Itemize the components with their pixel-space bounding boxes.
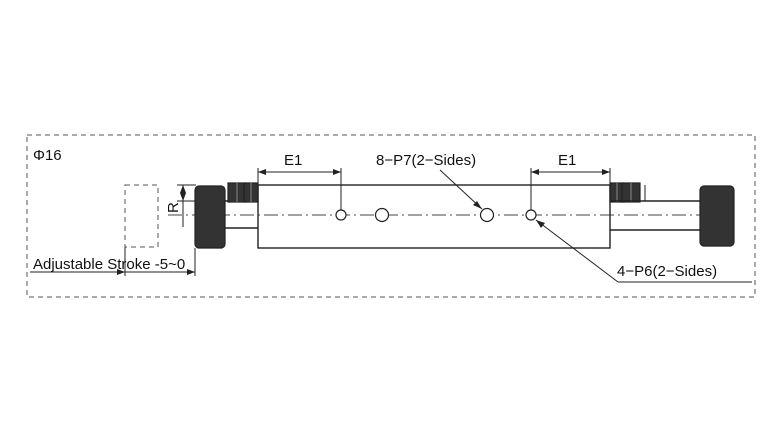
callout-p7: 8−P7(2−Sides)	[376, 152, 476, 169]
dashed-frame	[26, 134, 756, 298]
dim-r: R	[165, 202, 182, 213]
mount-hole-p7-left	[374, 207, 390, 223]
dim-e1-right: E1	[558, 152, 576, 169]
left-end-cap	[194, 185, 226, 249]
mount-hole-p6-right	[525, 209, 537, 221]
mount-hole-p7-right	[479, 207, 495, 223]
stroke-label: Adjustable Stroke -5~0	[33, 256, 185, 273]
stroke-position-outline	[124, 184, 159, 248]
right-end-cap	[699, 185, 735, 247]
size-label: Φ16	[33, 147, 62, 164]
mount-hole-p6-left	[335, 209, 347, 221]
dim-e1-left: E1	[284, 152, 302, 169]
cylinder-body	[257, 184, 611, 249]
leader-p6	[535, 219, 619, 283]
callout-p6: 4−P6(2−Sides)	[617, 263, 717, 280]
leader-p7	[439, 169, 483, 210]
